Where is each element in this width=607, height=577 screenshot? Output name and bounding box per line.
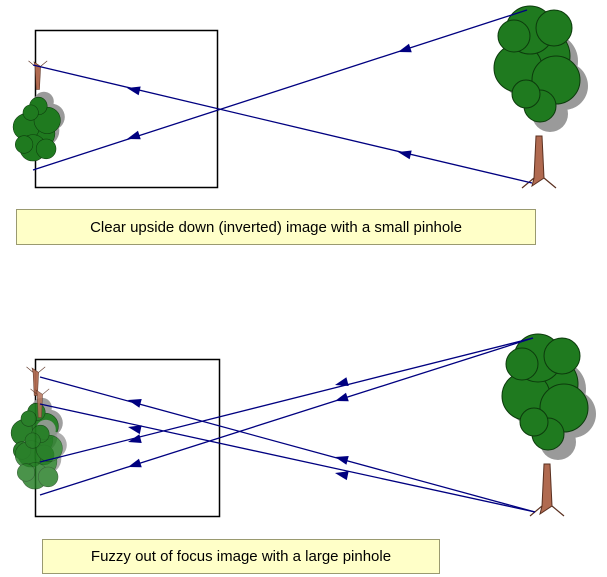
inverted-tree-icon (12, 60, 66, 162)
light-rays (32, 9, 533, 184)
caption-large-pinhole: Fuzzy out of focus image with a large pi… (42, 539, 440, 574)
tree-icon (493, 5, 589, 189)
fuzzy-inverted-image (10, 366, 68, 490)
tree-icon (501, 333, 597, 517)
light-rays (39, 337, 536, 513)
camera-box (34, 29, 219, 189)
caption-small-pinhole: Clear upside down (inverted) image with … (16, 209, 536, 245)
